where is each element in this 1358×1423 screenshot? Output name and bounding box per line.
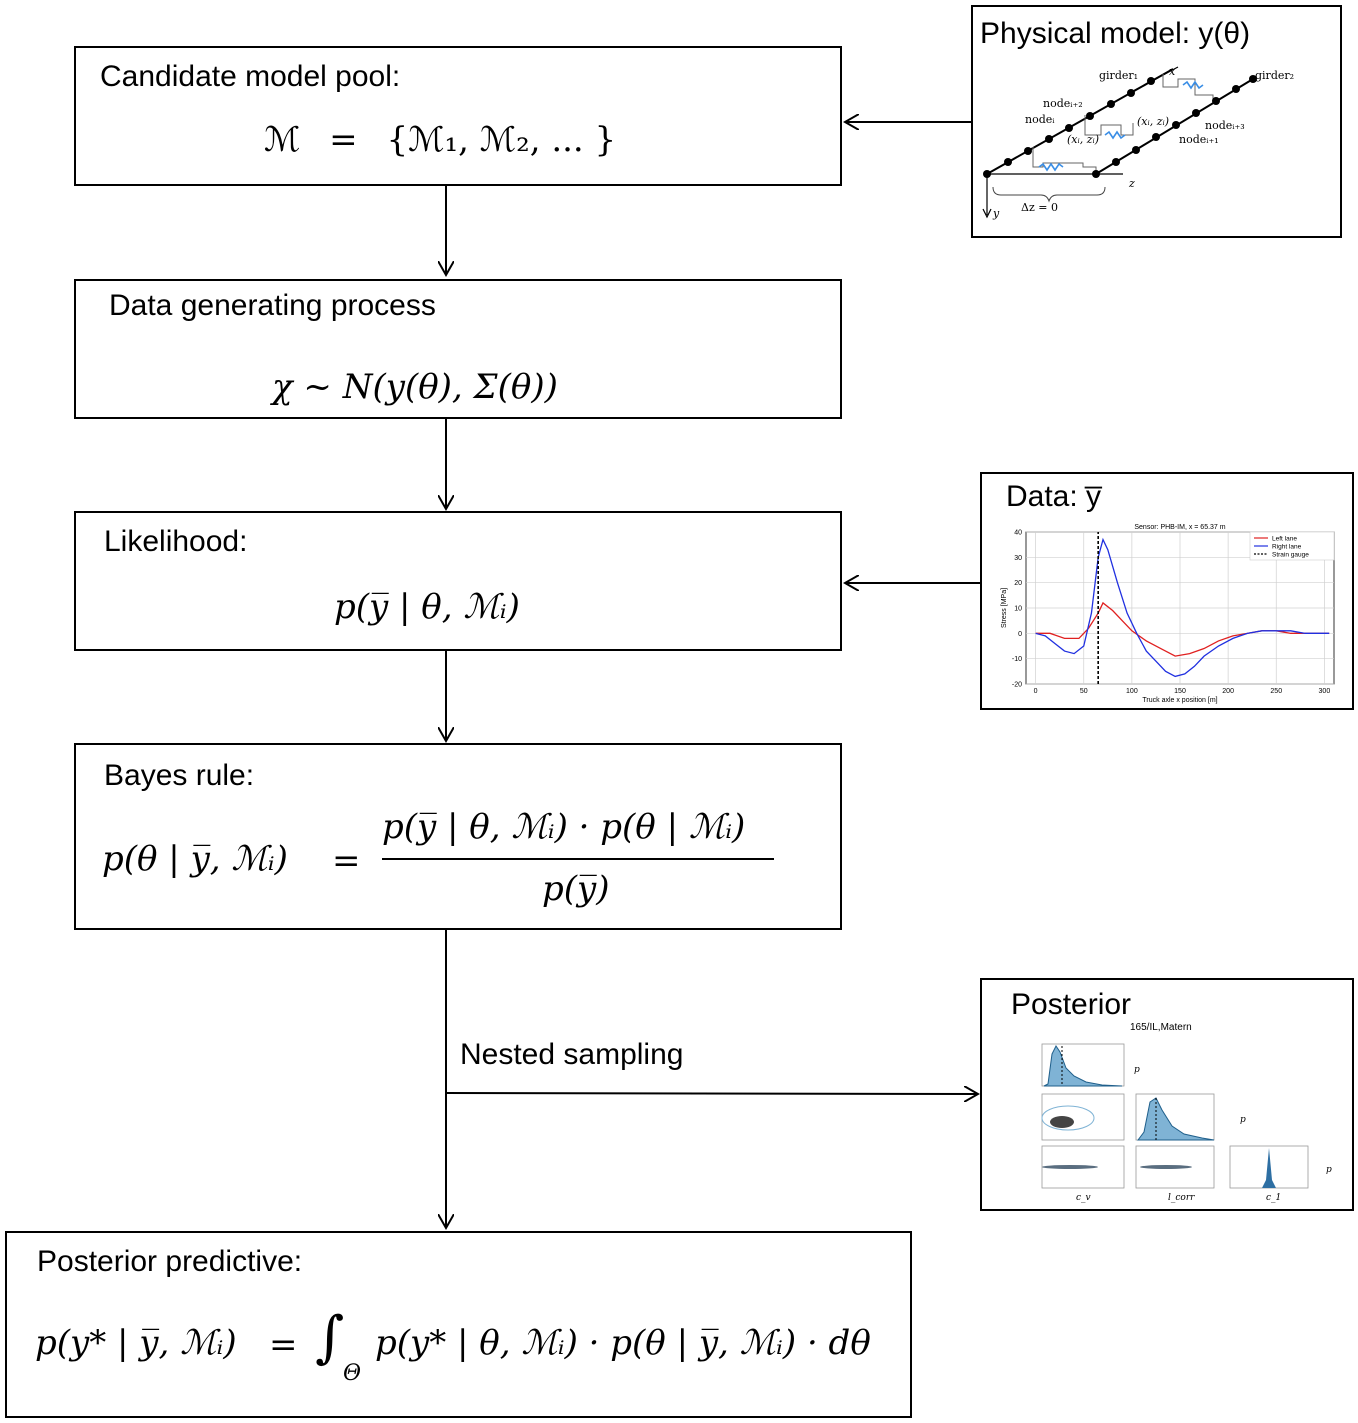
predictive-rhs: p(y* | θ, ℳᵢ) · p(θ | y̅, ℳᵢ) · dθ: [375, 1323, 871, 1363]
chart-xtick-label: 250: [1270, 688, 1282, 695]
label-xz-1: (xᵢ, zᵢ): [1067, 133, 1099, 146]
chart-xlabel: Truck axle x position [m]: [1142, 697, 1217, 704]
label-girder1: girder₁: [1099, 69, 1138, 82]
label-node-i3: nodeᵢ₊₃: [1205, 119, 1245, 132]
bayes-box: Bayes rule: p(θ | y̅, ℳᵢ) = p(y̅ | θ, ℳᵢ…: [74, 743, 842, 930]
corner-axis-c1: c_1: [1266, 1193, 1281, 1203]
legend-label-2: Strain gauge: [1272, 552, 1309, 559]
label-xz-2: (xᵢ, zᵢ): [1137, 115, 1169, 128]
chart-title: Sensor: PHB-IM, x = 65.37 m: [1134, 524, 1225, 531]
corner-density-2: p: [1240, 1115, 1246, 1125]
chart-xtick-label: 200: [1222, 688, 1234, 695]
bayes-lhs: p(θ | y̅, ℳᵢ): [102, 839, 288, 879]
label-x-axis: x: [1169, 65, 1176, 78]
candidate-formula-eq: =: [329, 120, 358, 160]
girder2-nodes: [1092, 75, 1257, 178]
corner-density-3: p: [1326, 1165, 1332, 1175]
predictive-eq: =: [269, 1325, 298, 1365]
label-dz: Δz = 0: [1021, 201, 1058, 214]
predictive-box: Posterior predictive: p(y* | y̅, ℳᵢ) = ∫…: [5, 1231, 912, 1418]
chart-ytick-label: -10: [1012, 656, 1022, 663]
posterior-subtitle: 165/IL,Matern: [1130, 1022, 1192, 1033]
posterior-title: Posterior: [1011, 988, 1132, 1021]
marginal-lcorr: [1135, 1093, 1215, 1141]
predictive-integral-sub: Θ: [343, 1361, 362, 1386]
arrow-nested-to-posterior: [445, 1093, 978, 1094]
candidate-formula: ℳ = {ℳ₁, ℳ₂, ... }: [264, 120, 616, 160]
chart-xtick-label: 100: [1126, 688, 1138, 695]
physical-title: Physical model: y(θ): [980, 17, 1251, 50]
joint-lcorr-c1: [1135, 1145, 1215, 1189]
bayes-title: Bayes rule:: [104, 759, 255, 792]
dgp-formula: χ ~ N(y(θ), Σ(θ)): [272, 367, 558, 407]
label-node-i: nodeᵢ: [1025, 113, 1055, 126]
chart-ytick-label: 40: [1014, 530, 1022, 537]
label-node-i1: nodeᵢ₊₁: [1179, 133, 1219, 146]
bayes-numerator: p(y̅ | θ, ℳᵢ) · p(θ | ℳᵢ): [382, 807, 746, 847]
predictive-integral: ∫: [315, 1305, 344, 1370]
corner-axis-cv: c_v: [1076, 1193, 1091, 1203]
nested-sampling-label: Nested sampling: [460, 1038, 684, 1071]
girder1-nodes: [983, 77, 1155, 178]
legend-label-0: Left lane: [1272, 536, 1297, 543]
integral-sign: ∫: [315, 1305, 345, 1370]
legend-label-1: Right lane: [1272, 544, 1302, 551]
chart-xtick-label: 0: [1034, 688, 1038, 695]
marginal-c1: [1229, 1145, 1309, 1189]
candidate-title: Candidate model pool:: [100, 60, 401, 93]
predictive-title: Posterior predictive:: [37, 1245, 303, 1278]
corner-axis-lcorr: l_corr: [1168, 1193, 1195, 1203]
chart-ytick-label: 30: [1014, 555, 1022, 562]
joint-cv-lcorr: [1041, 1093, 1125, 1141]
chart-xtick-label: 300: [1319, 688, 1331, 695]
candidate-formula-rhs: {ℳ₁, ℳ₂, ... }: [386, 120, 617, 160]
dgp-title: Data generating process: [109, 289, 436, 322]
chart-ytick-label: -20: [1012, 682, 1022, 689]
data-box: Data: y̅ 0 50 100 150 200 250 300 -20 -10 0 10 20 30…: [980, 472, 1354, 710]
chart-ytick-label: 10: [1014, 606, 1022, 613]
chart-xtick-label: 50: [1080, 688, 1088, 695]
chart-ylabel: Stress [MPa]: [1001, 588, 1008, 628]
corner-density-1: p: [1134, 1065, 1140, 1075]
chart-series-right-lane: [1035, 537, 1330, 678]
bayes-fraction-line: [382, 858, 774, 860]
dgp-box: Data generating process χ ~ N(y(θ), Σ(θ)…: [74, 279, 842, 419]
stress-chart: 0 50 100 150 200 250 300 -20 -10 0 10 20 30 40 Sensor:…: [1001, 524, 1335, 704]
data-title: Data: y̅: [1006, 480, 1102, 513]
likelihood-formula: p(y̅ | θ, ℳᵢ): [334, 587, 520, 627]
chart-ytick-label: 20: [1014, 580, 1022, 587]
bayes-eq: =: [332, 841, 361, 881]
marginal-cv: [1041, 1043, 1125, 1087]
chart-xtick-label: 150: [1174, 688, 1186, 695]
bayes-denominator: p(y̅): [542, 869, 610, 909]
label-y-axis: y: [992, 207, 1000, 220]
label-node-i2: nodeᵢ₊₂: [1043, 97, 1083, 110]
joint-cv-c1: [1041, 1145, 1125, 1189]
label-girder2: girder₂: [1255, 69, 1294, 82]
corner-plot: c_v l_corr c_1 p p p: [1041, 1043, 1332, 1203]
physical-model-box: Physical model: y(θ): [971, 5, 1342, 238]
likelihood-box: Likelihood: p(y̅ | θ, ℳᵢ): [74, 511, 842, 651]
chart-ytick-label: 0: [1018, 631, 1022, 638]
predictive-lhs: p(y* | y̅, ℳᵢ): [35, 1323, 237, 1363]
likelihood-title: Likelihood:: [104, 525, 248, 558]
candidate-model-box: Candidate model pool: ℳ = {ℳ₁, ℳ₂, ... }: [74, 46, 842, 186]
bridge-schematic: girder₁ girder₂ nodeᵢ₊₂ nodeᵢ nodeᵢ₊₃ no…: [982, 65, 1294, 220]
candidate-formula-lhs: ℳ: [264, 120, 301, 160]
label-z-axis: z: [1128, 177, 1135, 190]
posterior-box: Posterior 165/IL,Matern: [980, 978, 1354, 1211]
